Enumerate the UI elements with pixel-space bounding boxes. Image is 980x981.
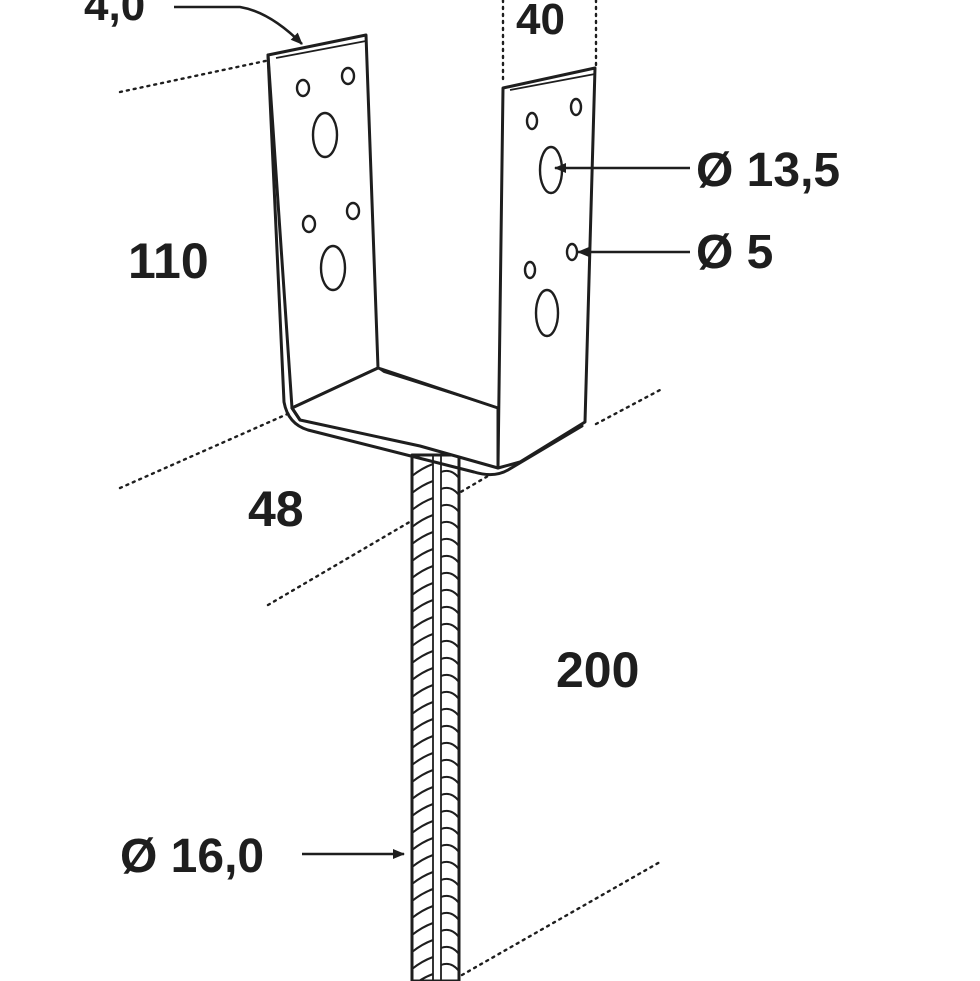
width-label: 40 <box>516 0 565 44</box>
rebar-rib-icon <box>440 860 460 870</box>
rebar-rib-icon <box>411 820 434 834</box>
nail-hole-label: Ø 5 <box>696 226 773 279</box>
rebar-rod <box>410 453 461 981</box>
rebar-rib-icon <box>440 605 460 615</box>
nail-hole-icon <box>525 111 539 131</box>
rebar-rib-icon <box>440 707 460 717</box>
rebar-rib-icon <box>440 469 460 479</box>
rebar-rib-icon <box>411 463 434 477</box>
rebar-rib-icon <box>440 656 460 666</box>
rebar-rib-icon <box>411 701 434 715</box>
rebar-rib-icon <box>440 894 460 904</box>
bolt-hole-icon <box>534 288 560 338</box>
nail-hole-icon <box>569 97 583 117</box>
thickness-arrow <box>174 5 303 45</box>
rebar-rib-icon <box>440 537 460 547</box>
rod-diameter-label: Ø 16,0 <box>120 830 264 883</box>
thickness-extension-line <box>118 58 272 94</box>
rebar-rib-icon <box>411 922 434 936</box>
rebar-rib-icon <box>440 520 460 530</box>
rebar-rib-icon <box>411 616 434 630</box>
rebar-rib-icon <box>440 724 460 734</box>
rebar-rib-icon <box>440 741 460 751</box>
rebar-rib-icon <box>440 826 460 836</box>
right-flange <box>496 66 597 470</box>
rod-length-label: 200 <box>556 642 639 698</box>
rebar-rib-icon <box>411 633 434 647</box>
rebar-rib-icon <box>411 480 434 494</box>
rebar-rib-icon <box>411 667 434 681</box>
nail-hole-icon <box>295 78 311 98</box>
rebar-rib-icon <box>411 582 434 596</box>
rebar-rib-icon <box>440 775 460 785</box>
bolt-hole-icon <box>319 244 347 292</box>
nail-hole-icon <box>345 201 361 221</box>
rebar-rib-icon <box>440 945 460 955</box>
rebar-rib-icon <box>440 843 460 853</box>
rebar-rib-icon <box>440 877 460 887</box>
rebar-rib-icon <box>411 497 434 511</box>
height-label: 110 <box>128 233 209 289</box>
u-bracket <box>266 33 597 477</box>
depth-label: 48 <box>248 481 304 537</box>
rebar-rib-icon <box>411 803 434 817</box>
rebar-rib-icon <box>411 752 434 766</box>
rebar-rib-icon <box>440 962 460 972</box>
nail-hole-icon <box>301 214 317 234</box>
rebar-rib-icon <box>411 514 434 528</box>
rebar-rib-icon <box>411 531 434 545</box>
rebar-rib-icon <box>411 956 434 970</box>
nail-hole-icon <box>523 260 537 280</box>
bolt-hole-label: Ø 13,5 <box>696 144 840 197</box>
rebar-rib-icon <box>440 588 460 598</box>
nail-hole-icon <box>565 242 579 262</box>
rebar-rib-icon <box>411 718 434 732</box>
rebar-rib-icon <box>440 639 460 649</box>
rebar-rib-icon <box>440 809 460 819</box>
rebar-rib-icon <box>440 758 460 768</box>
rebar-rib-icon <box>411 871 434 885</box>
rebar-rib-icon <box>440 486 460 496</box>
thickness-label: 4,0 <box>84 0 145 30</box>
rebar-rib-icon <box>440 673 460 683</box>
rebar-rib-icon <box>440 503 460 513</box>
bolt-hole-icon <box>311 111 339 159</box>
nail-hole-icon <box>340 66 356 86</box>
depth-extension-line-back <box>118 410 294 490</box>
rebar-rib-icon <box>440 554 460 564</box>
leader-arrows <box>174 5 690 859</box>
rebar-rib-icon <box>440 571 460 581</box>
rebar-rib-icon <box>411 837 434 851</box>
left-flange <box>266 33 380 410</box>
rebar-rib-icon <box>411 905 434 919</box>
rebar-rib-icon <box>411 888 434 902</box>
rebar-rib-icon <box>411 769 434 783</box>
rebar-rib-icon <box>440 928 460 938</box>
bolt-hole-icon <box>538 145 564 195</box>
rebar-rib-icon <box>411 854 434 868</box>
length-extension-line-bottom <box>460 860 662 977</box>
rebar-rib-icon <box>411 565 434 579</box>
length-extension-line-top <box>594 388 662 426</box>
rebar-rib-icon <box>411 650 434 664</box>
rebar-rib-icon <box>440 792 460 802</box>
rebar-rib-icon <box>411 939 434 953</box>
rebar-rib-icon <box>411 786 434 800</box>
rebar-rib-icon <box>417 973 434 981</box>
rebar-rib-icon <box>411 735 434 749</box>
rebar-rib-icon <box>411 548 434 562</box>
rebar-rib-icon <box>440 622 460 632</box>
rebar-rib-icon <box>411 684 434 698</box>
rebar-rib-icon <box>411 599 434 613</box>
rebar-rib-icon <box>440 911 460 921</box>
rebar-rib-icon <box>440 690 460 700</box>
